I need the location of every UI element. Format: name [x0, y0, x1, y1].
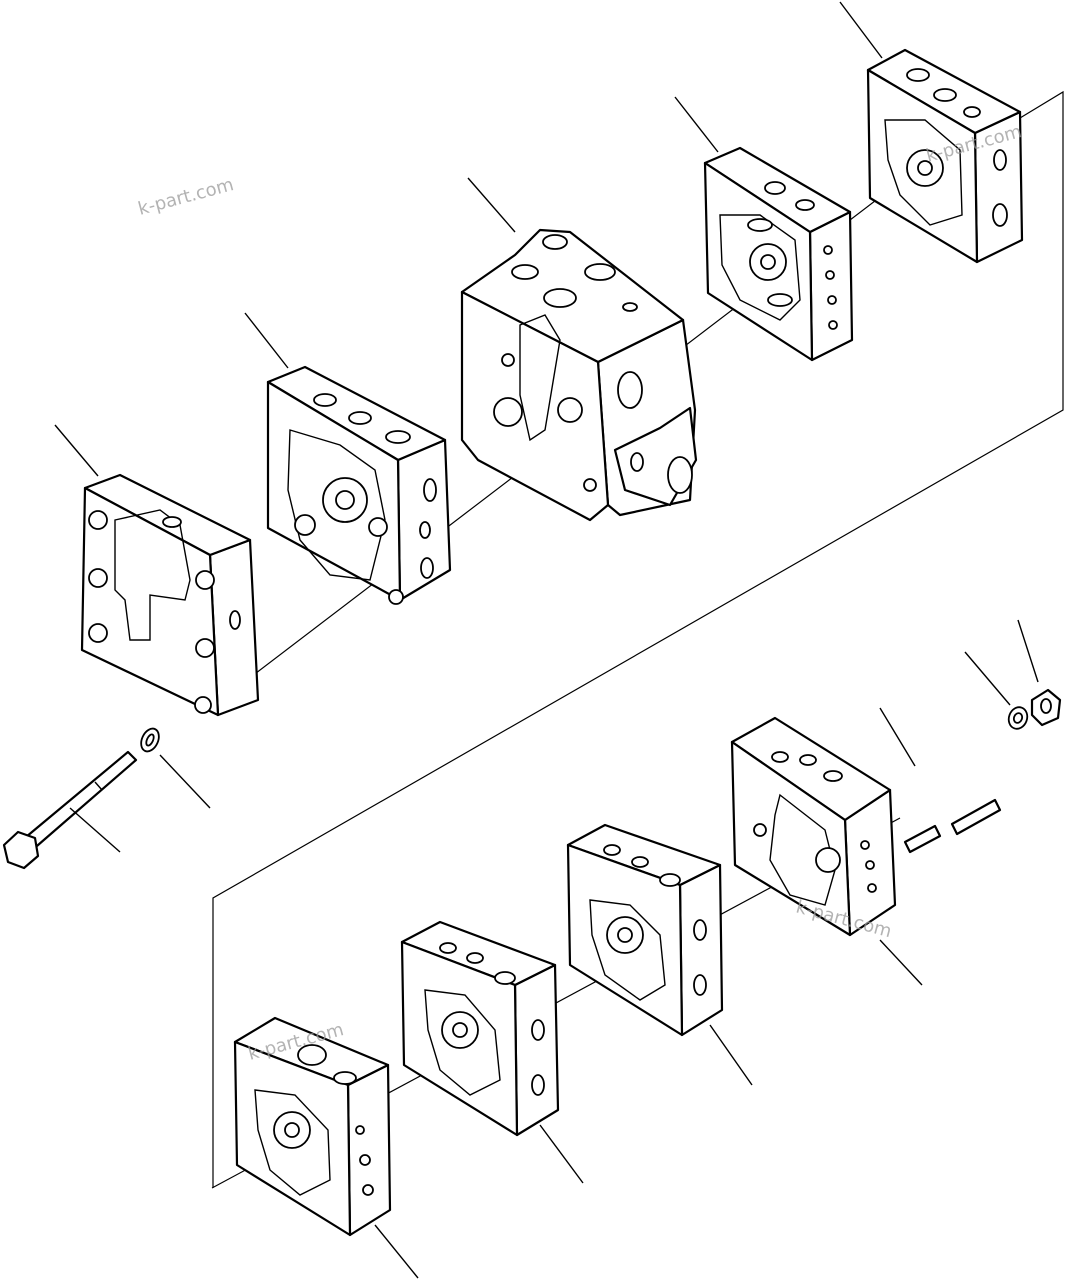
tie-bolt: [2, 750, 138, 870]
spring-washer: [1007, 706, 1029, 730]
stud-bolt: [903, 798, 1002, 854]
valve-section-upper-5: [866, 48, 1024, 264]
hex-nut: [1030, 688, 1062, 727]
leader-lines: [54, 1, 1039, 1279]
valve-section-lower-2: [400, 920, 560, 1137]
washer: [140, 727, 160, 753]
valve-section-upper-2: [266, 365, 452, 605]
end-cover-plate: [80, 473, 260, 717]
main-inlet-body: [460, 228, 698, 522]
assembly-frame-line: [212, 90, 1064, 1188]
watermark: k-part.com: [136, 174, 236, 220]
valve-section-lower-1: [233, 1016, 392, 1237]
valve-section-upper-4: [703, 146, 854, 362]
outlet-section-lower: [730, 716, 897, 937]
valve-section-lower-3: [566, 823, 724, 1037]
